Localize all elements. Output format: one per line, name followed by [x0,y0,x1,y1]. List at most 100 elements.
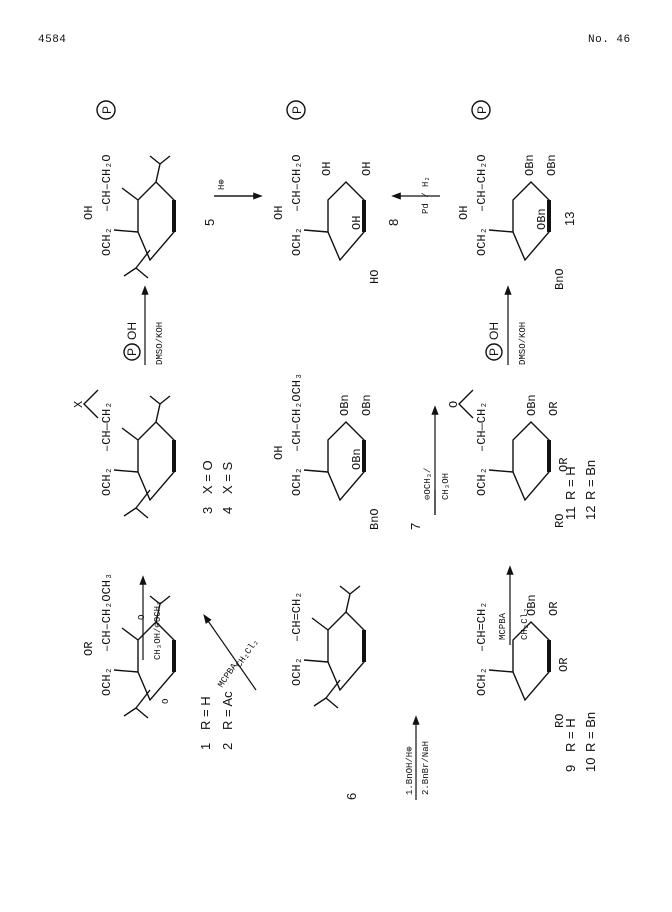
reagent-label: CH₃OH [441,473,451,500]
label-ch-chain: –CH–CH₂OCH₃ [290,373,304,452]
label-oh: OH [320,162,334,176]
label-or: OR [557,458,571,472]
label-ro: RO [553,714,567,728]
compound-number: 7 [408,523,423,530]
compound-number: 5 [202,219,217,226]
substituent-label: R = H [563,466,578,500]
substituent-label: R = Bn [583,460,598,500]
phosphate-label: P [290,106,304,114]
label-och2: OCH₂ [290,657,304,686]
phosphate-label: P [125,348,139,356]
label-och2: OCH₂ [475,667,489,696]
journal-issue: No. 46 [588,34,631,46]
label-ch-chain: –CH—CH₂ [475,402,489,452]
label-oh: OH [350,216,364,230]
label-och2: OCH₂ [475,227,489,256]
reagent-label: DMSO/KOH [155,322,165,365]
phosphate-circle [123,343,141,361]
substituent-label: R = H [563,718,578,752]
phosphate-circle [96,100,116,120]
reagent-label: DMSO/KOH [518,322,528,365]
substituent-label: R = H [198,696,213,730]
label-och2: OCH₂ [100,667,114,696]
label-o: O [161,699,171,704]
reagent-label: OH [487,322,501,340]
phosphate-circle [485,343,503,361]
label-och2: OCH₂ [100,227,114,256]
structure-7: OCH₂ –CH–CH₂OCH₃ OH BnO OBn OBn OBn [272,373,382,530]
compound-number: 2 [220,743,235,750]
substituent-label: R = Bn [583,712,598,752]
structure-6: OCH₂ –CH=CH₂ [290,585,366,709]
compound-number: 3 [200,507,215,514]
label-och2: OCH₂ [290,227,304,256]
label-och2: OCH₂ [100,467,114,496]
reagent-label: OH [125,322,139,340]
reagent-label: ⊖OCH₃/ [423,468,433,500]
label-bno: BnO [553,268,567,290]
label-ch-chain: –CH—CH₂ [100,402,114,452]
label-obn: OBn [350,448,364,470]
label-x: X [72,401,86,408]
label-ch-chain: –CH–CH₂O [100,154,114,212]
compound-number: 13 [562,212,577,226]
label-ho: HO [368,270,382,284]
phosphate-label: P [475,106,489,114]
reagent-label: Pd / H₂ [421,176,431,214]
label-och2: OCH₂ [290,467,304,496]
label-ch-chain: –CH–CH₂O [290,154,304,212]
label-oh: OH [82,206,96,220]
label-obn: OBn [535,208,549,230]
label-vinyl: –CH=CH₂ [475,602,489,652]
label-vinyl: –CH=CH₂ [290,592,304,642]
substituent-label: R = Ac [220,691,235,730]
label-obn: OBn [360,394,374,416]
label-or: OR [547,602,561,616]
phosphate-circle [286,100,306,120]
label-or: OR [82,642,96,656]
label-obn: OBn [525,394,539,416]
compound-number: 4 [220,507,235,514]
labels-1-2: 1 R = H 2 R = Ac [198,691,235,750]
label-oh: OH [272,446,286,460]
label-o: O [447,401,461,408]
label-obn: OBn [525,594,539,616]
phosphate-circle [471,100,491,120]
label-or: OR [547,402,561,416]
reagent-label: CH₂Cl₂ [234,637,260,669]
label-och2: OCH₂ [475,467,489,496]
label-oh: OH [457,206,471,220]
label-ro: RO [553,514,567,528]
label-ch-chain: –CH–CH₂O [475,154,489,212]
compound-number: 1 [198,743,213,750]
label-oh: OH [360,162,374,176]
structure-8: OCH₂ –CH–CH₂O OH HO OH OH OH P [272,100,382,284]
structure-1-2: OCH₂ –CH–CH₂OCH₃ OR O O [82,573,176,719]
label-obn: OBn [545,154,559,176]
label-obn: OBn [338,394,352,416]
substituent-label: X = S [220,462,235,494]
labels-3-4: 3 X = O 4 X = S [200,460,235,514]
reagent-label: CH₃OH/⊖OCH₃ [153,601,163,660]
phosphate-label: P [100,106,114,114]
compound-number: 10 [583,758,598,772]
reagent-label: 1.BnOH/H⊕ [405,746,415,795]
reagent-label: CH₂Cl₂ [520,608,530,640]
structure-13: OCH₂ –CH–CH₂O OH BnO OBn OBn OBn P [457,100,567,290]
compound-number: 6 [344,793,359,800]
compound-number: 12 [583,506,598,520]
label-o: O [137,615,147,620]
structure-5: OCH₂ –CH–CH₂O OH P [82,100,176,279]
label-bno: BnO [368,508,382,530]
structure-9-10: OCH₂ –CH=CH₂ RO OR OBn OR [475,594,571,728]
structure-3-4: OCH₂ –CH—CH₂ X [72,389,176,519]
compound-number: 8 [386,219,401,226]
label-or: OR [557,658,571,672]
page-number: 4584 [38,34,67,46]
label-ch-chain: –CH–CH₂OCH₃ [100,573,114,652]
labels-9-10: 9 R = H 10 R = Bn [563,712,598,772]
compound-number: 9 [563,765,578,772]
labels-11-12: 11 R = H 12 R = Bn [563,460,598,520]
compound-number: 11 [563,507,578,521]
